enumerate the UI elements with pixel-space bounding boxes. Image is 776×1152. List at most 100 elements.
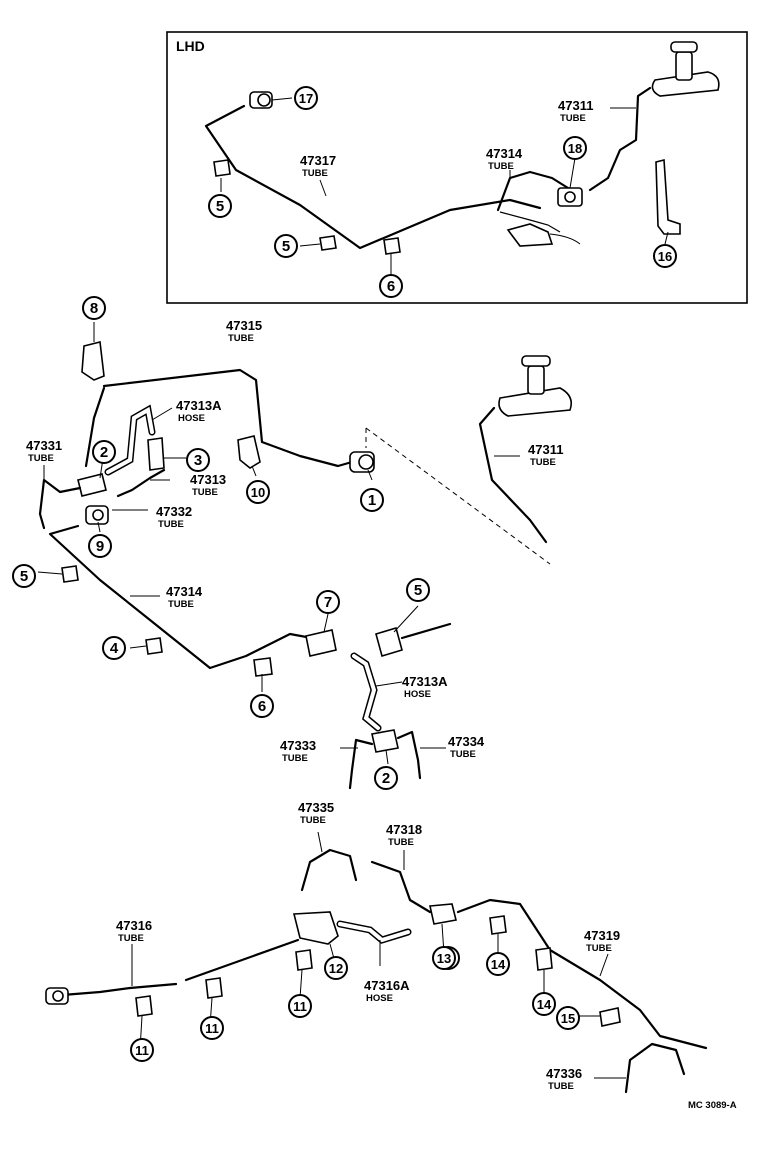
- svg-text:2: 2: [100, 444, 108, 461]
- svg-text:11: 11: [293, 999, 307, 1014]
- part-number-47313A-a: 47313A: [176, 398, 222, 413]
- part-type-47316: TUBE: [118, 933, 144, 944]
- part-number-47313A-b: 47313A: [402, 674, 448, 689]
- callout-14: 14: [532, 992, 556, 1016]
- callout-3: 3: [186, 448, 210, 472]
- callout-7: 7: [316, 590, 340, 614]
- part-type-47313A-a: HOSE: [178, 413, 205, 424]
- part-number-47316: 47316: [116, 918, 152, 933]
- callout-10: 10: [246, 480, 270, 504]
- part-number-47319: 47319: [584, 928, 620, 943]
- callout-18: 18: [563, 136, 587, 160]
- callout-6: 6: [379, 274, 403, 298]
- svg-text:8: 8: [90, 300, 98, 317]
- callout-8: 8: [82, 296, 106, 320]
- part-number-47317: 47317: [300, 153, 336, 168]
- part-type-47314-top: TUBE: [488, 161, 514, 172]
- part-type-47336: TUBE: [548, 1081, 574, 1092]
- callout-5: 5: [208, 194, 232, 218]
- svg-text:11: 11: [135, 1043, 149, 1058]
- middle-drawing: [37, 322, 573, 790]
- svg-text:14: 14: [491, 957, 506, 972]
- svg-text:7: 7: [324, 594, 332, 611]
- part-type-47315: TUBE: [228, 333, 254, 344]
- lhd-inset-frame: [166, 31, 748, 304]
- inset-drawing: [204, 41, 720, 276]
- part-type-47319: TUBE: [586, 943, 612, 954]
- part-type-47314-mid: TUBE: [168, 599, 194, 610]
- part-type-47331: TUBE: [28, 453, 54, 464]
- part-number-47313: 47313: [190, 472, 226, 487]
- svg-text:10: 10: [251, 485, 265, 500]
- part-number-47334: 47334: [448, 734, 485, 749]
- callout-4: 4: [102, 636, 126, 660]
- footer-code: MC 3089-A: [688, 1100, 737, 1111]
- svg-text:11: 11: [205, 1021, 219, 1036]
- callout-14: 14: [486, 952, 510, 976]
- svg-text:9: 9: [96, 538, 104, 555]
- callout-11: 11: [130, 1038, 154, 1062]
- svg-text:1: 1: [368, 492, 376, 509]
- lhd-label: LHD: [176, 38, 205, 54]
- callout-2: 2: [374, 766, 398, 790]
- fitting-17: [249, 91, 273, 109]
- valve-18: [557, 187, 583, 207]
- callout-1: 1: [360, 488, 384, 512]
- fitting-left: [45, 987, 69, 1005]
- part-number-47314-mid: 47314: [166, 584, 203, 599]
- svg-text:18: 18: [568, 141, 582, 156]
- part-type-47311-mid: TUBE: [530, 457, 556, 468]
- svg-text:5: 5: [414, 582, 422, 599]
- part-type-47335: TUBE: [300, 815, 326, 826]
- svg-text:4: 4: [110, 640, 119, 657]
- callout-11: 11: [288, 994, 312, 1018]
- part-type-47313: TUBE: [192, 487, 218, 498]
- bottom-drawing: [45, 831, 708, 1094]
- svg-text:5: 5: [20, 568, 28, 585]
- svg-text:14: 14: [537, 997, 552, 1012]
- part-number-47318: 47318: [386, 822, 422, 837]
- callout-5: 5: [406, 578, 430, 602]
- part-number-47316A: 47316A: [364, 978, 410, 993]
- callout-2: 2: [92, 440, 116, 464]
- part-number-47314-top: 47314: [486, 146, 523, 161]
- svg-text:6: 6: [258, 698, 266, 715]
- part-number-47311-mid: 47311: [528, 442, 563, 457]
- part-number-47315: 47315: [226, 318, 262, 333]
- svg-text:5: 5: [216, 198, 224, 215]
- svg-text:12: 12: [329, 961, 343, 976]
- callout-16: 16: [653, 244, 677, 268]
- part-type-47313A-b: HOSE: [404, 689, 431, 700]
- callout-15: 15: [556, 1006, 580, 1030]
- part-number-47333: 47333: [280, 738, 316, 753]
- part-number-47311-top: 47311: [558, 98, 593, 113]
- callout-13: 13: [432, 946, 456, 970]
- part-number-47331: 47331: [26, 438, 62, 453]
- svg-text:3: 3: [194, 452, 202, 469]
- part-type-47318: TUBE: [388, 837, 414, 848]
- part-type-47332: TUBE: [158, 519, 184, 530]
- svg-text:16: 16: [658, 249, 672, 264]
- callout-11: 11: [200, 1016, 224, 1040]
- callout-5: 5: [274, 234, 298, 258]
- svg-text:13: 13: [437, 951, 451, 966]
- part-type-47311-top: TUBE: [560, 113, 586, 124]
- svg-text:2: 2: [382, 770, 390, 787]
- part-type-47333: TUBE: [282, 753, 308, 764]
- callout-17: 17: [294, 86, 318, 110]
- svg-text:5: 5: [282, 238, 290, 255]
- callout-5: 5: [12, 564, 36, 588]
- callout-12: 12: [324, 956, 348, 980]
- part-number-47336: 47336: [546, 1066, 582, 1081]
- part-type-47317: TUBE: [302, 168, 328, 179]
- svg-text:17: 17: [299, 91, 313, 106]
- part-type-47334: TUBE: [450, 749, 476, 760]
- fitting-1: [349, 451, 375, 473]
- fitting-9: [85, 505, 109, 525]
- part-number-47332: 47332: [156, 504, 192, 519]
- callout-9: 9: [88, 534, 112, 558]
- part-number-47335: 47335: [298, 800, 334, 815]
- svg-text:15: 15: [561, 1011, 575, 1026]
- svg-text:6: 6: [387, 278, 395, 295]
